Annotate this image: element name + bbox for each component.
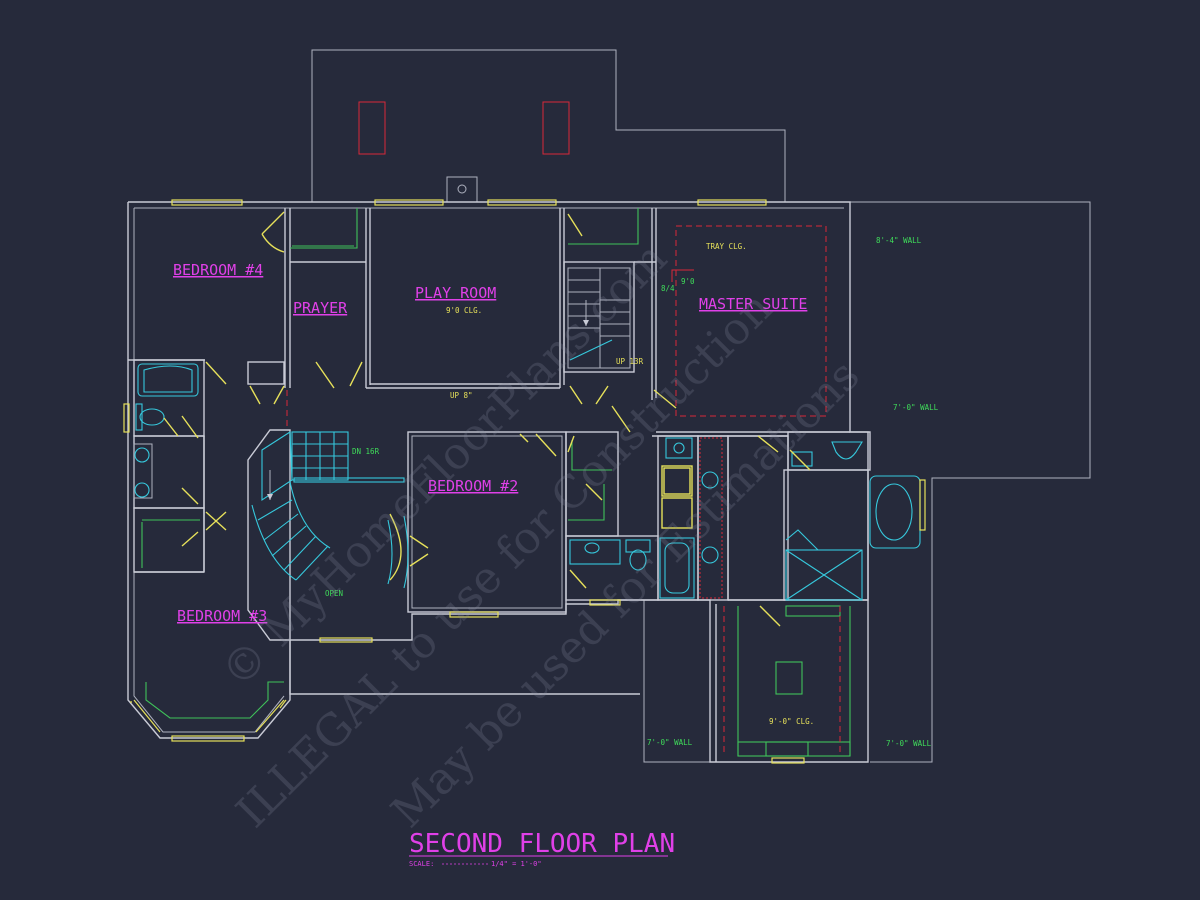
curved-stair <box>251 431 405 581</box>
note-wall-7-0-bottom-right: 7'-0" WALL <box>886 739 932 748</box>
interior-walls <box>128 208 869 762</box>
note-dn-16r: DN 16R <box>352 447 380 456</box>
note-wall-7-0-bottom-left: 7'-0" WALL <box>647 738 693 747</box>
built-ins <box>141 208 851 757</box>
note-tray-clg: TRAY CLG. <box>706 242 747 251</box>
scale-value: 1/4" = 1'-0" <box>491 860 542 868</box>
label-master-suite: MASTER SUITE <box>699 295 807 313</box>
watermark-line2: ILLEGAL to use for Construction <box>227 282 782 837</box>
label-prayer: PRAYER <box>293 299 348 317</box>
note-open: OPEN <box>325 589 343 598</box>
note-clg-9-0: 9'-0" CLG. <box>769 717 814 726</box>
scale-label: SCALE: <box>409 860 434 868</box>
label-play-room: PLAY ROOM <box>415 284 496 302</box>
label-bedroom3: BEDROOM #3 <box>177 607 267 625</box>
stairs <box>251 267 631 581</box>
label-bedroom4: BEDROOM #4 <box>173 261 263 279</box>
right-attic-outline <box>643 201 1091 763</box>
note-wall-8-4: 8'-4" WALL <box>876 236 922 245</box>
note-up-8r: UP 8" <box>450 391 473 400</box>
note-up-13r: UP 13R <box>616 357 644 366</box>
annotations: 9'0 CLG. UP 8" UP 13R DN 16R OPEN TRAY C… <box>325 236 939 748</box>
room-labels: BEDROOM #4 PRAYER PLAY ROOM MASTER SUITE… <box>173 261 807 625</box>
drawing-title: SECOND FLOOR PLAN <box>409 829 675 859</box>
label-bedroom2: BEDROOM #2 <box>428 477 518 495</box>
watermark: © MyHomeFloorPlans.com ILLEGAL to use fo… <box>212 233 870 838</box>
doors <box>163 211 811 627</box>
windows <box>123 199 926 764</box>
ceiling-lines <box>286 225 841 756</box>
attic-outline <box>311 49 786 203</box>
upper-stair <box>567 267 631 369</box>
fixtures <box>133 363 921 601</box>
note-9-0: 9'0 <box>681 277 695 286</box>
note-8-4: 8/4 <box>661 284 675 293</box>
note-play-room-clg: 9'0 CLG. <box>446 306 482 315</box>
note-wall-7-0-right: 7'-0" WALL <box>893 403 939 412</box>
title-block: SECOND FLOOR PLAN SCALE: 1/4" = 1'-0" <box>409 829 675 868</box>
